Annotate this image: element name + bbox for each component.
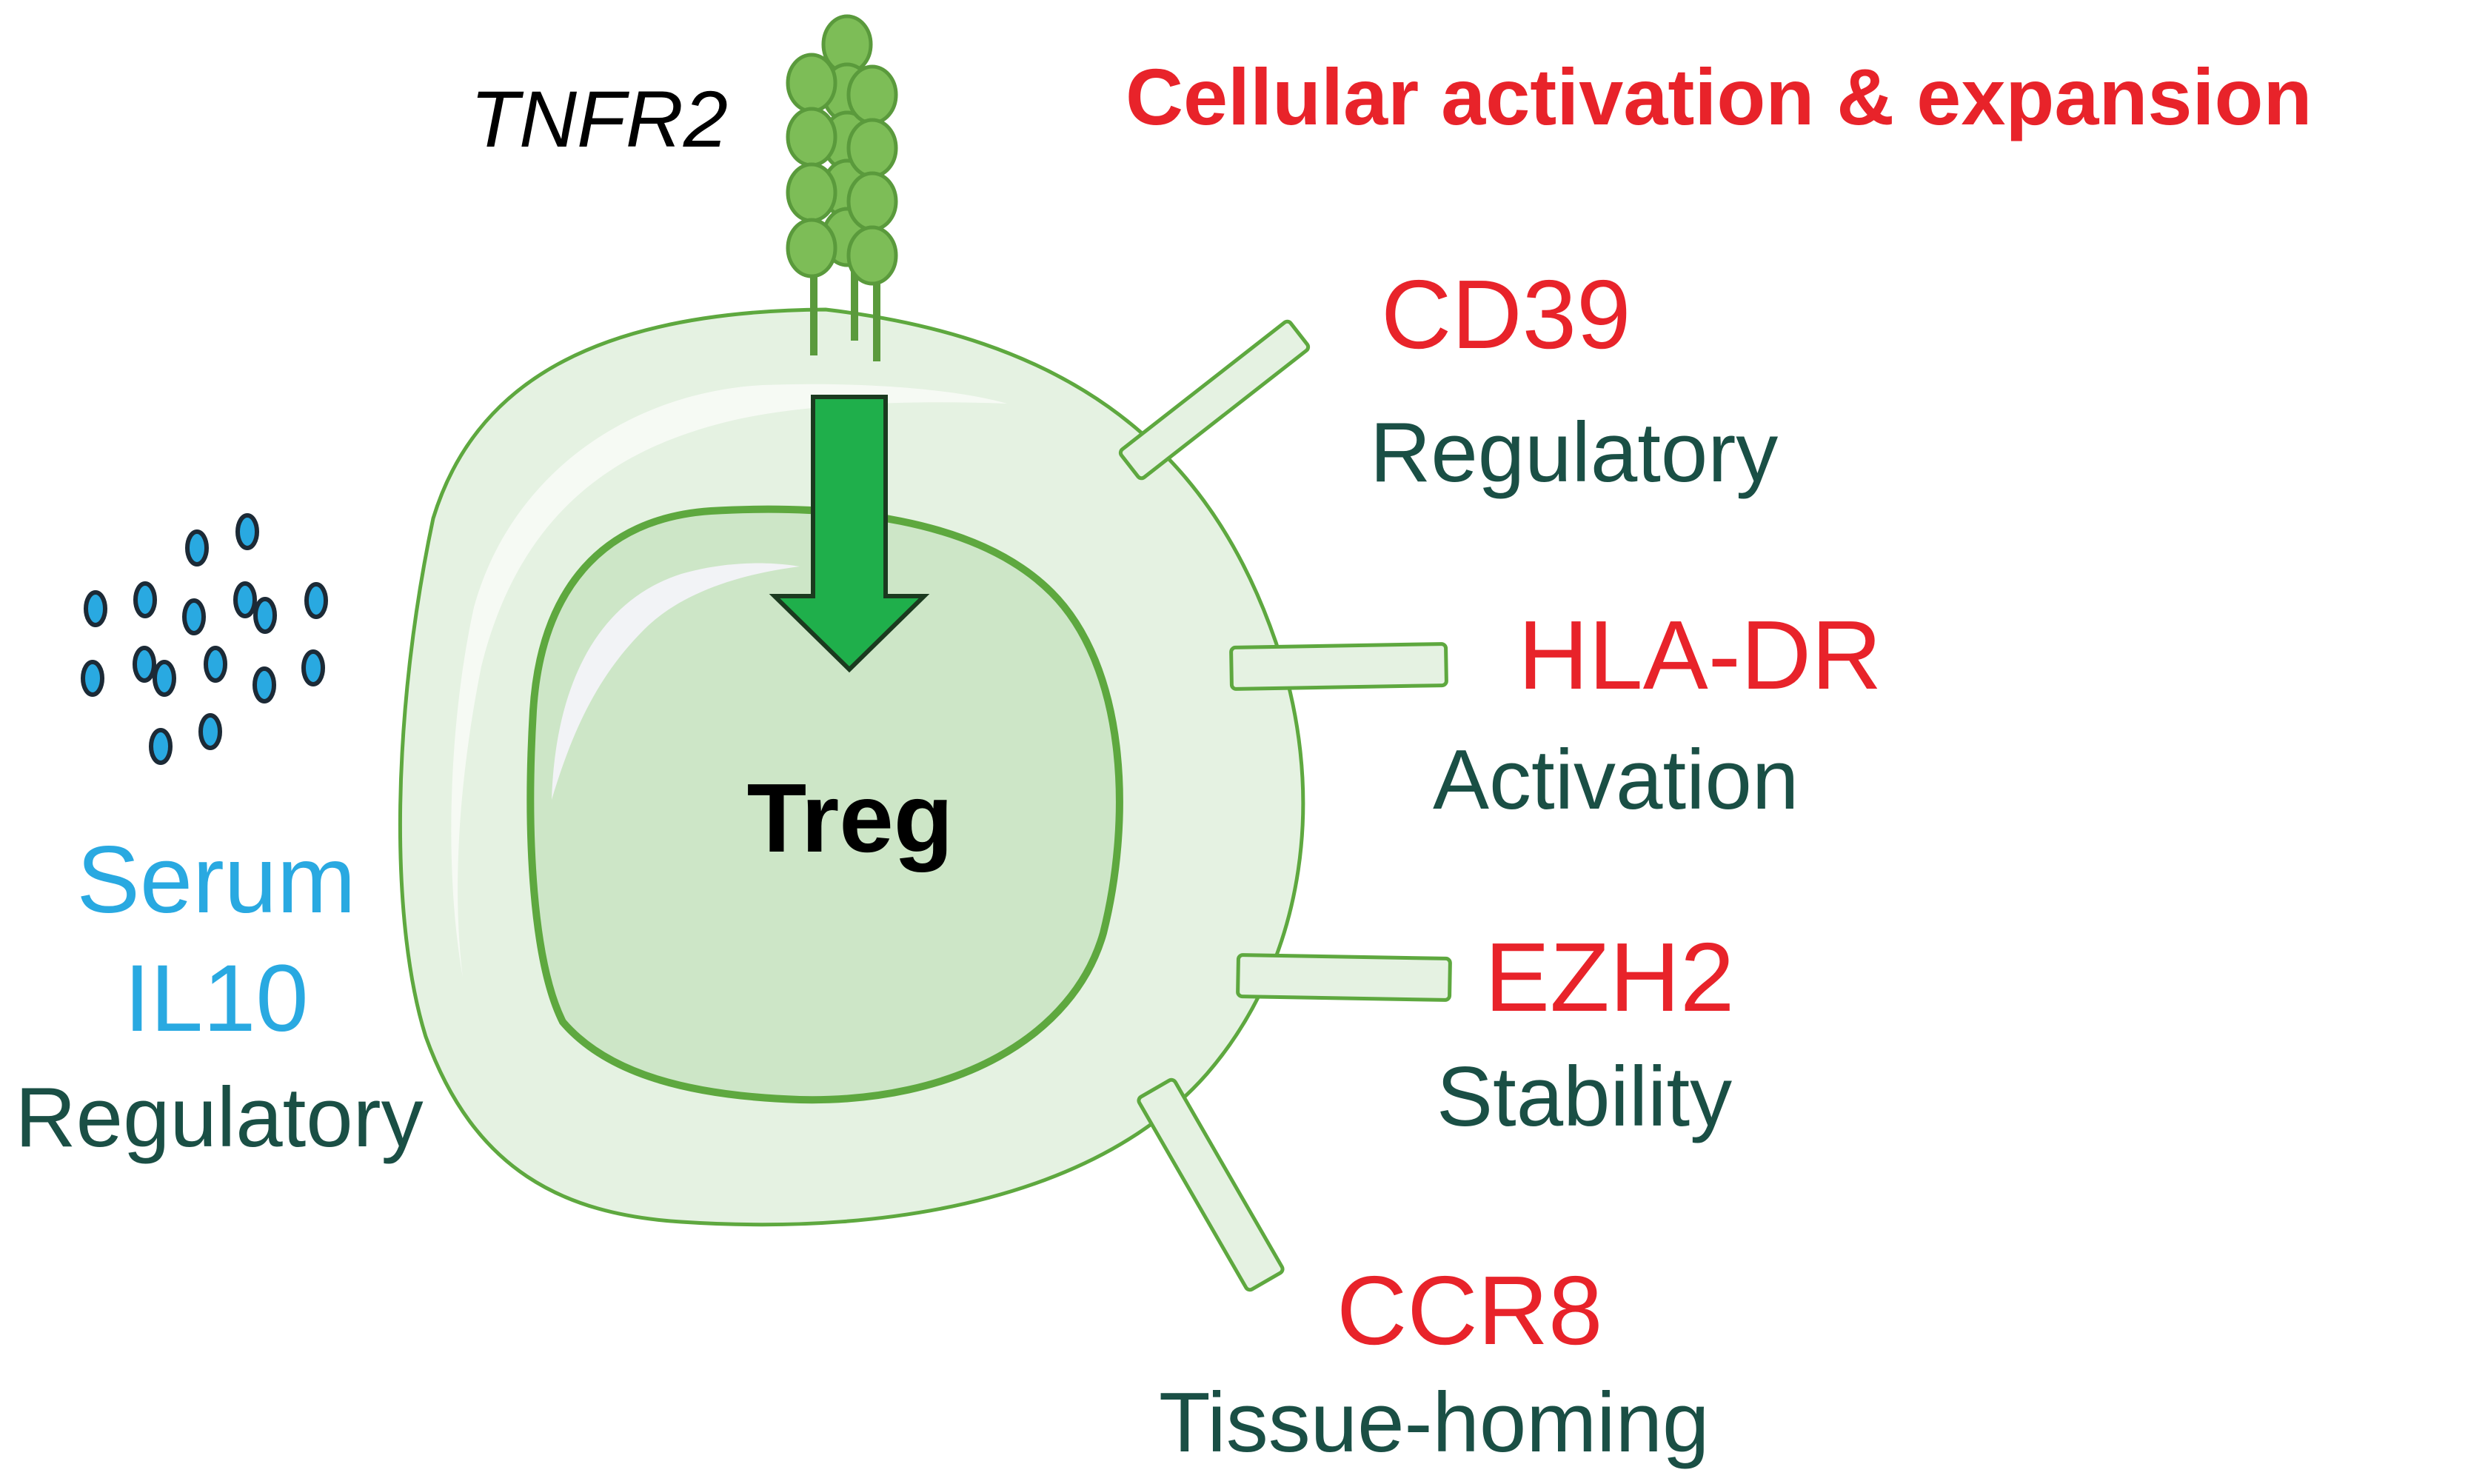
cd39-label: CD39 bbox=[1381, 260, 1631, 369]
signal-arrow bbox=[769, 395, 930, 673]
cd39-role-label: Regulatory bbox=[1370, 406, 1778, 500]
nucleus bbox=[526, 505, 1123, 1104]
hla-dr-label: HLA-DR bbox=[1518, 601, 1882, 709]
il10-label: IL10 bbox=[124, 946, 308, 1052]
ccr8-label: CCR8 bbox=[1337, 1256, 1602, 1365]
tnfr2-label: TNFR2 bbox=[470, 74, 728, 164]
ccr8-marker-bar bbox=[1137, 1077, 1285, 1292]
ezh2-role-label: Stability bbox=[1437, 1050, 1732, 1144]
tnfr2-receptor bbox=[786, 14, 898, 361]
ezh2-label: EZH2 bbox=[1485, 923, 1734, 1032]
cell-label: Treg bbox=[747, 763, 954, 872]
serum-label: Serum bbox=[77, 827, 356, 933]
hla-dr-marker-bar bbox=[1229, 642, 1448, 691]
serum-role-label: Regulatory bbox=[15, 1071, 423, 1165]
il10-molecules bbox=[81, 513, 328, 765]
header-title: Cellular activation & expansion bbox=[1126, 52, 2312, 141]
nucleus-highlight bbox=[552, 563, 800, 800]
ccr8-role-label: Tissue-homing bbox=[1159, 1376, 1709, 1470]
cd39-marker-bar bbox=[1118, 319, 1311, 481]
hla-dr-role-label: Activation bbox=[1433, 733, 1799, 827]
ezh2-marker-bar bbox=[1236, 953, 1452, 1002]
